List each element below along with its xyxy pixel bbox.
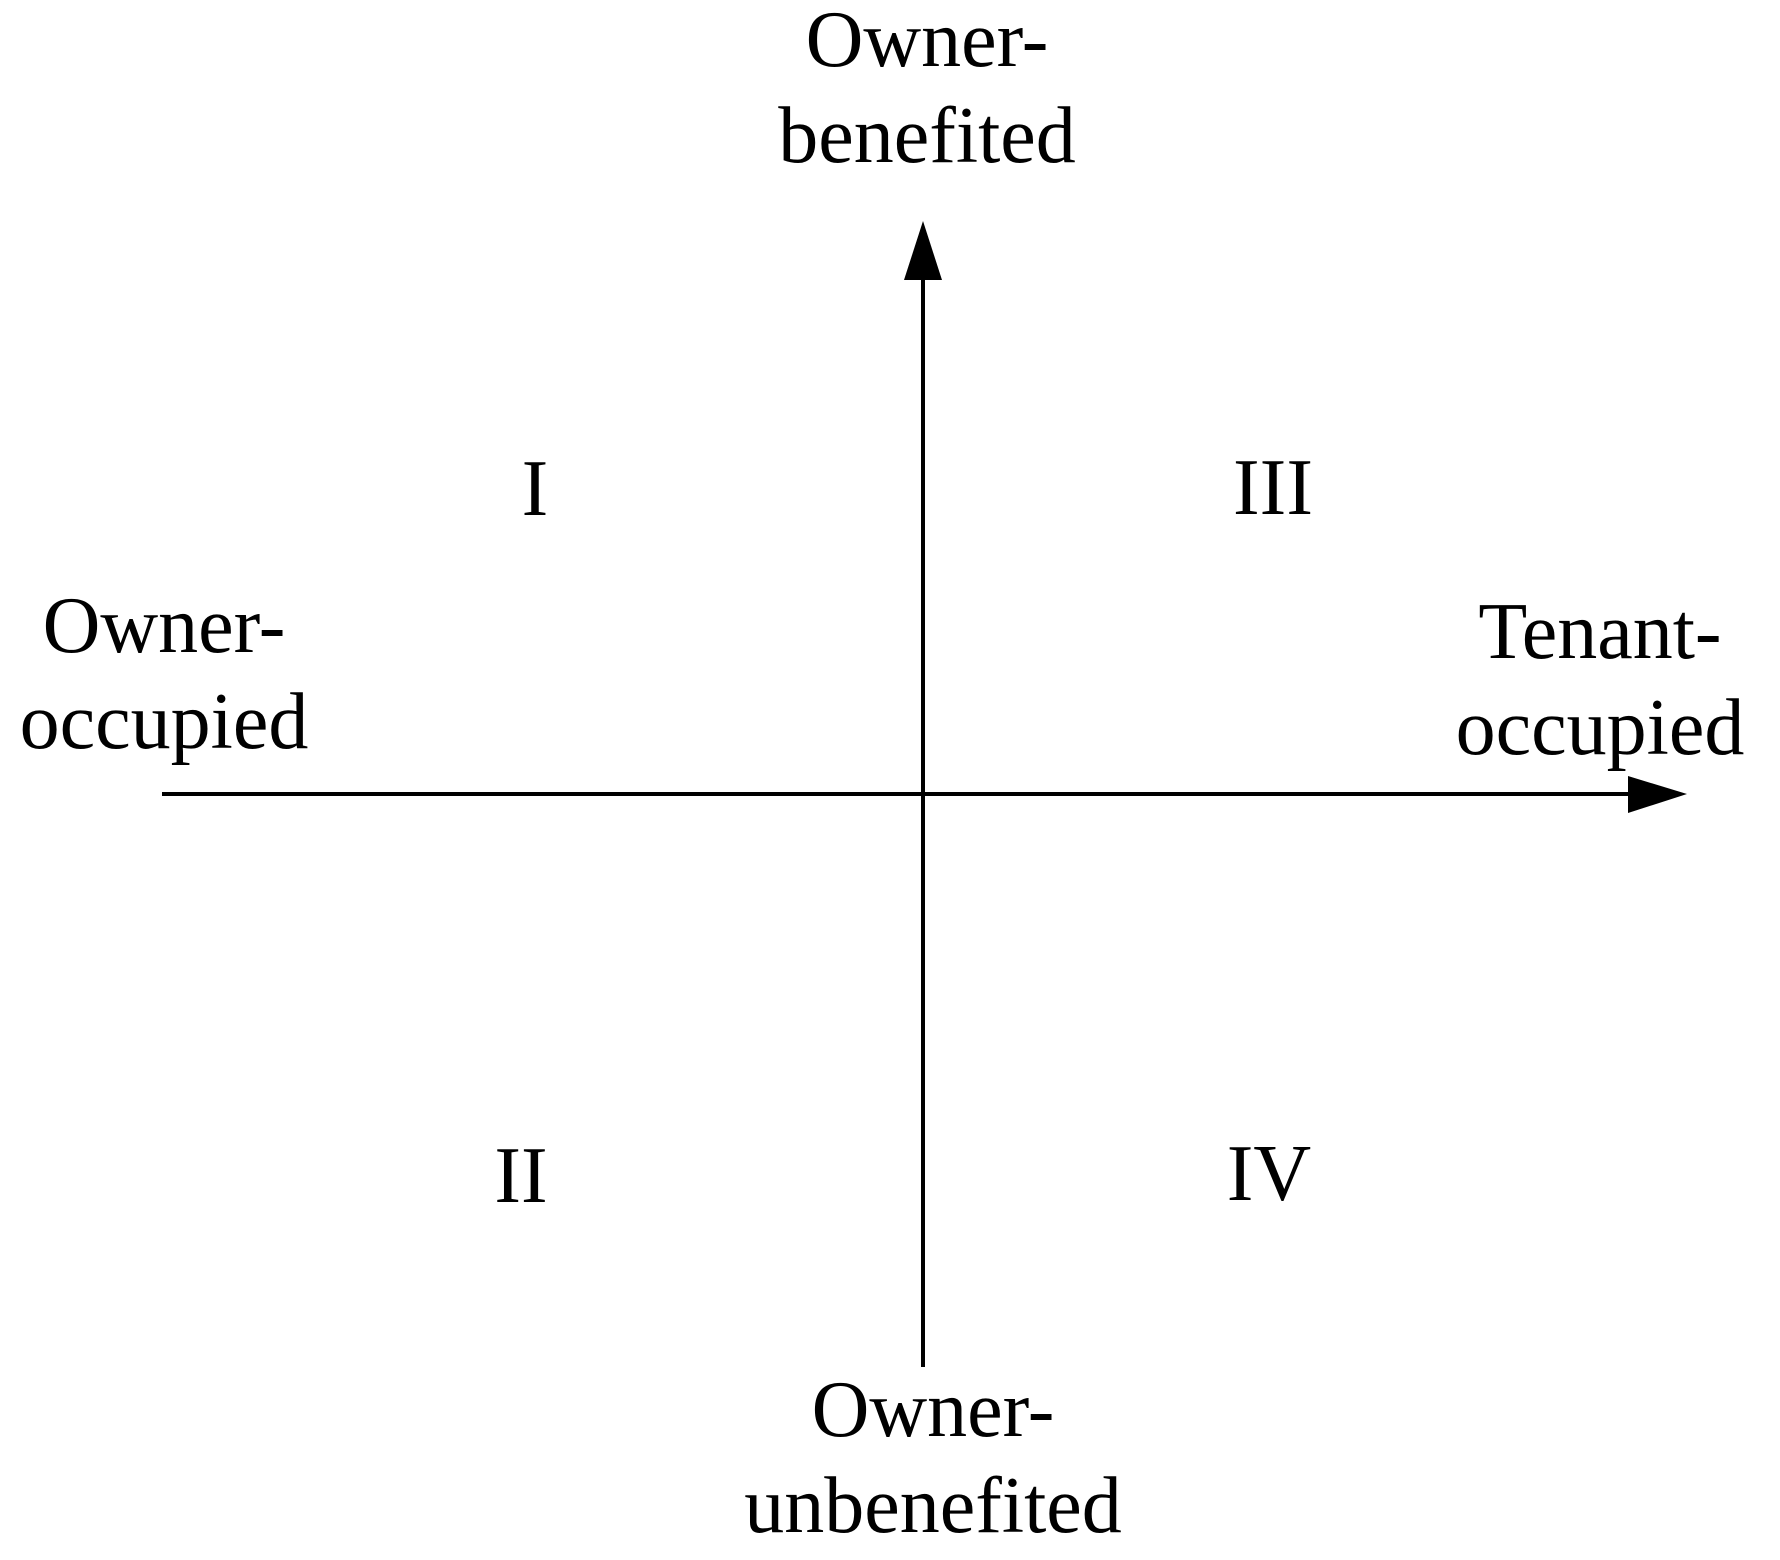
right-arrowhead-icon — [1628, 776, 1687, 813]
quadrant-label-top-left: I — [521, 445, 549, 533]
y-axis-bottom-label: Owner- unbenefited — [623, 1362, 1243, 1554]
x-axis-left-label-line2: occupied — [19, 678, 309, 766]
x-axis-right-label: Tenant- occupied — [1290, 584, 1780, 776]
quadrant-label-bottom-right: IV — [1226, 1130, 1312, 1218]
x-axis-left-label-line1: Owner- — [42, 582, 286, 670]
quadrant-label-top-right: III — [1233, 444, 1313, 532]
x-axis-left-label: Owner- occupied — [0, 578, 474, 770]
y-axis-top-label-line2: benefited — [778, 92, 1076, 180]
x-axis-right-label-line2: occupied — [1455, 684, 1745, 772]
x-axis-right-label-line1: Tenant- — [1478, 588, 1722, 676]
quadrant-label-bottom-left: II — [494, 1132, 548, 1220]
up-arrowhead-icon — [904, 221, 942, 280]
y-axis-bottom-label-line1: Owner- — [811, 1366, 1055, 1454]
y-axis-top-label: Owner- benefited — [617, 0, 1237, 184]
y-axis-bottom-label-line2: unbenefited — [744, 1462, 1122, 1550]
y-axis-top-label-line1: Owner- — [805, 0, 1049, 84]
